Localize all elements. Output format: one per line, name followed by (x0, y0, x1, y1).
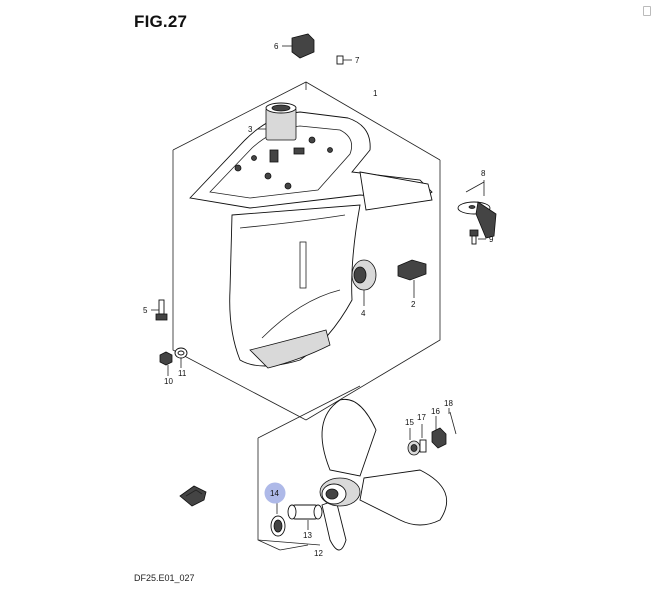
oil-seal-part (351, 259, 377, 306)
gear-case (189, 111, 433, 369)
gear-case-frame (172, 81, 441, 421)
pin-part (336, 55, 352, 65)
bushing-part (258, 102, 297, 141)
cap-part (282, 33, 315, 59)
nut-washer-parts (159, 347, 188, 376)
callout-18[interactable]: 18 (444, 399, 453, 408)
callout-12[interactable]: 12 (314, 549, 323, 558)
thrust-washer-part (270, 503, 286, 537)
callout-10[interactable]: 10 (164, 377, 173, 386)
callout-3[interactable]: 3 (248, 125, 253, 134)
callout-6[interactable]: 6 (274, 42, 279, 51)
callout-14[interactable]: 14 (270, 489, 279, 498)
front-arrow-icon (179, 485, 207, 507)
callout-4[interactable]: 4 (361, 309, 366, 318)
propeller (319, 398, 448, 551)
bolt-part-9 (469, 229, 486, 245)
callout-11[interactable]: 11 (178, 369, 187, 378)
bolt-part-5 (151, 299, 168, 321)
callout-7[interactable]: 7 (355, 56, 360, 65)
propeller-frame (257, 385, 361, 551)
trim-tab-part (457, 180, 497, 239)
callout-8[interactable]: 8 (481, 169, 486, 178)
figure-title: FIG.27 (134, 12, 188, 31)
callout-5[interactable]: 5 (143, 306, 148, 315)
spacer-part (287, 504, 323, 530)
figure-footer: DF25.E01_027 (134, 573, 195, 583)
callout-16[interactable]: 16 (431, 407, 440, 416)
callout-9[interactable]: 9 (489, 235, 494, 244)
callout-13[interactable]: 13 (303, 531, 312, 540)
callout-15[interactable]: 15 (405, 418, 414, 427)
callout-1[interactable]: 1 (373, 89, 378, 98)
prop-hardware-parts (407, 408, 457, 456)
callout-17[interactable]: 17 (417, 413, 426, 422)
callout-14-highlight (264, 482, 286, 504)
page-corner-marker (643, 6, 651, 16)
clip-part (397, 259, 427, 298)
callout-2[interactable]: 2 (411, 300, 416, 309)
